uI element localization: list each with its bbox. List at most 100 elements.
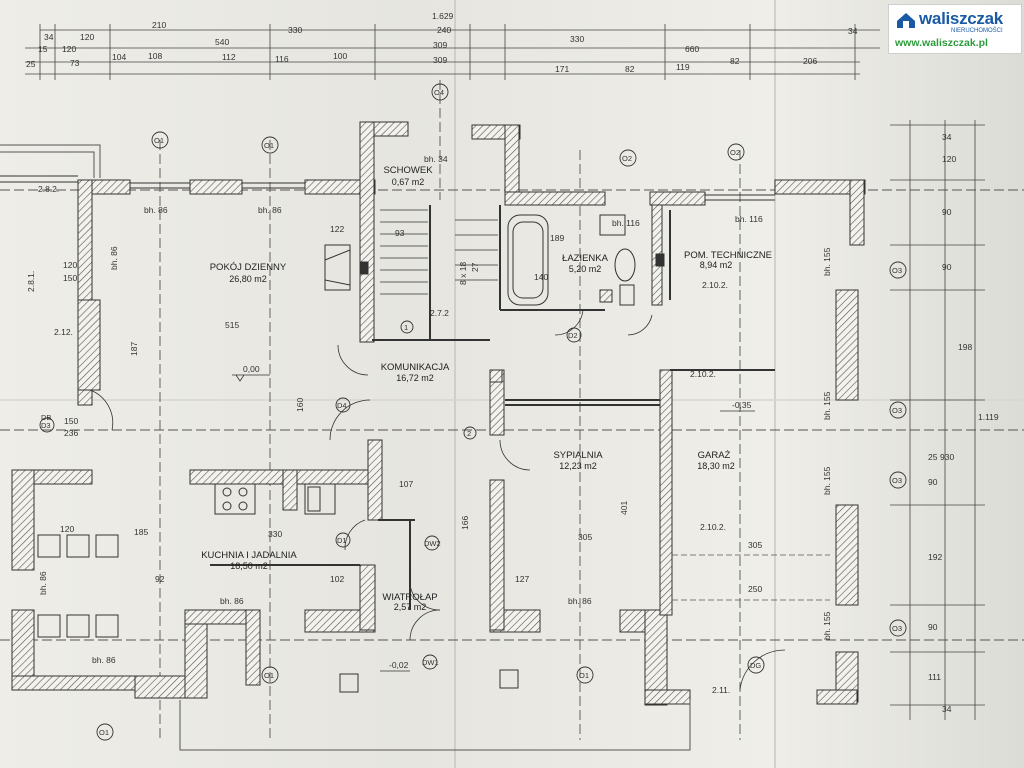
room-area-lazienka: 5,20 m2 <box>569 264 602 274</box>
door-swings <box>89 309 786 691</box>
dining-set <box>37 534 119 638</box>
house-logo-icon <box>897 13 915 28</box>
room-area-garaz: 18,30 m2 <box>697 461 735 471</box>
room-name-garaz: GARAŻ <box>698 450 731 461</box>
section-mark-2: 2.10.2. <box>690 369 716 379</box>
dim-93: 93 <box>395 228 405 238</box>
terrace-outline <box>0 144 691 751</box>
dim-row2-3: 540 <box>215 37 229 47</box>
room-name-lazienka: ŁAZIENKA <box>562 253 609 264</box>
dim-right-11: 90 <box>928 622 938 632</box>
dim-140: 140 <box>534 272 548 282</box>
note-bh116-a: bh. 116 <box>612 218 640 228</box>
dim-right-13: 34 <box>942 704 952 714</box>
dim-305-a: 305 <box>578 532 592 542</box>
dim-row3-9: 82 <box>730 56 740 66</box>
dim-330: 330 <box>268 529 282 539</box>
dim-401: 401 <box>619 501 629 515</box>
level-symbols <box>232 374 755 672</box>
dim-row3-3: 116 <box>275 54 289 64</box>
room-area-kuchnia: 18,50 m2 <box>230 561 268 571</box>
dim-189: 189 <box>550 233 564 243</box>
dim-row3-4: 100 <box>333 51 347 61</box>
door-label-dw1: DW1 <box>422 658 439 667</box>
logo-brand: waliszczak <box>919 9 1003 28</box>
dim-122: 122 <box>330 224 344 234</box>
section-mark-4: 2.11. <box>712 685 730 695</box>
walls <box>11 121 866 706</box>
dim-top-7: 330 <box>570 34 584 44</box>
dim-right-3: 90 <box>942 207 952 217</box>
dim-row3-1: 25 <box>26 59 36 69</box>
dim-row4-2: 104 <box>112 52 126 62</box>
note-bh155-b: bh. 155 <box>822 391 832 420</box>
dim-row2-4: 309 <box>433 40 447 50</box>
dim-row2-1: 15 <box>38 44 48 54</box>
dim-top-4: 330 <box>288 25 302 35</box>
room-name-sypialnia: SYPIALNIA <box>553 450 603 461</box>
note-bh86-g: bh. 86 <box>38 571 48 595</box>
room-area-wiatrolap: 2,57 m2 <box>394 602 427 612</box>
axis-label-o3d: O3 <box>892 624 902 633</box>
note-bh86-f: bh. 86 <box>109 246 119 270</box>
axis-label-o1b: O1 <box>264 141 274 150</box>
stairs <box>380 209 498 295</box>
dim-102: 102 <box>330 574 344 584</box>
dim-row4-3: 112 <box>222 52 236 62</box>
dim-305-b: 305 <box>748 540 762 550</box>
section-mark-7: 2.8.2. <box>38 184 59 194</box>
room-area-sypialnia: 12,23 m2 <box>559 461 597 471</box>
dim-120-a: 120 <box>63 260 77 270</box>
dim-right-9: 90 <box>928 477 938 487</box>
level-mark-main: 0,00 <box>243 364 260 374</box>
dim-right-6: 1.119 <box>978 412 999 422</box>
section-mark-3: 2.10.2. <box>700 522 726 532</box>
dim-120-b: 120 <box>60 524 74 534</box>
axis-markers <box>39 83 907 741</box>
room-area-pokoj-dzienny: 26,80 m2 <box>229 274 267 284</box>
note-bh86-c: bh. 86 <box>92 655 116 665</box>
stair-mark-1: 1 <box>404 323 408 332</box>
dim-top-3: 210 <box>152 20 166 30</box>
note-bh86-b: bh. 86 <box>258 205 282 215</box>
axis-label-o1d: O1 <box>264 671 274 680</box>
dim-row3-8: 119 <box>676 62 690 72</box>
company-logo: waliszczak NIERUCHOMOŚCI www.waliszczak.… <box>888 4 1022 54</box>
dim-107: 107 <box>399 479 413 489</box>
room-area-komunikacja: 16,72 m2 <box>396 373 434 383</box>
note-bh34: bh. 34 <box>424 154 448 164</box>
note-bh86-d: bh. 86 <box>220 596 244 606</box>
note-bh155-c: bh. 155 <box>822 466 832 495</box>
dim-top-8: 34 <box>848 26 858 36</box>
note-bh116-b: bh. 116 <box>735 214 763 224</box>
level-mark-garage: -0,35 <box>732 400 752 410</box>
room-area-pom-techniczne: 8,94 m2 <box>700 260 733 270</box>
dim-250: 250 <box>748 584 762 594</box>
right-dimension-lines <box>890 120 985 720</box>
room-name-kuchnia: KUCHNIA I JADALNIA <box>201 550 297 561</box>
top-dimension-lines <box>25 24 880 80</box>
dim-right-1: 34 <box>942 132 952 142</box>
dim-127: 127 <box>515 574 529 584</box>
door-label-d3: D3 <box>41 421 51 430</box>
dim-row3-10: 206 <box>803 56 817 66</box>
stairs-step: 27 <box>470 262 480 272</box>
stair-mark-2: 2 <box>467 429 471 438</box>
door-label-db: DB <box>41 413 51 422</box>
dim-top-5: 1.629 <box>432 11 454 21</box>
room-area-schowek: 0,67 m2 <box>392 177 425 187</box>
dim-row3-2: 108 <box>148 51 162 61</box>
section-mark-5: 2.12. <box>54 327 73 337</box>
room-name-pokoj-dzienny: POKÓJ DZIENNY <box>210 262 287 273</box>
axis-label-o3a: O3 <box>892 266 902 275</box>
axis-label-o3b: O3 <box>892 406 902 415</box>
room-name-wiatrolap: WIATROŁAP <box>382 592 437 603</box>
dim-row2-5: 660 <box>685 44 699 54</box>
axis-label-o1e: O1 <box>579 671 589 680</box>
note-bh86-a: bh. 86 <box>144 205 168 215</box>
dim-236: 236 <box>64 428 78 438</box>
axis-label-o1c: O1 <box>99 728 109 737</box>
dim-top-6: 240 <box>437 25 451 35</box>
